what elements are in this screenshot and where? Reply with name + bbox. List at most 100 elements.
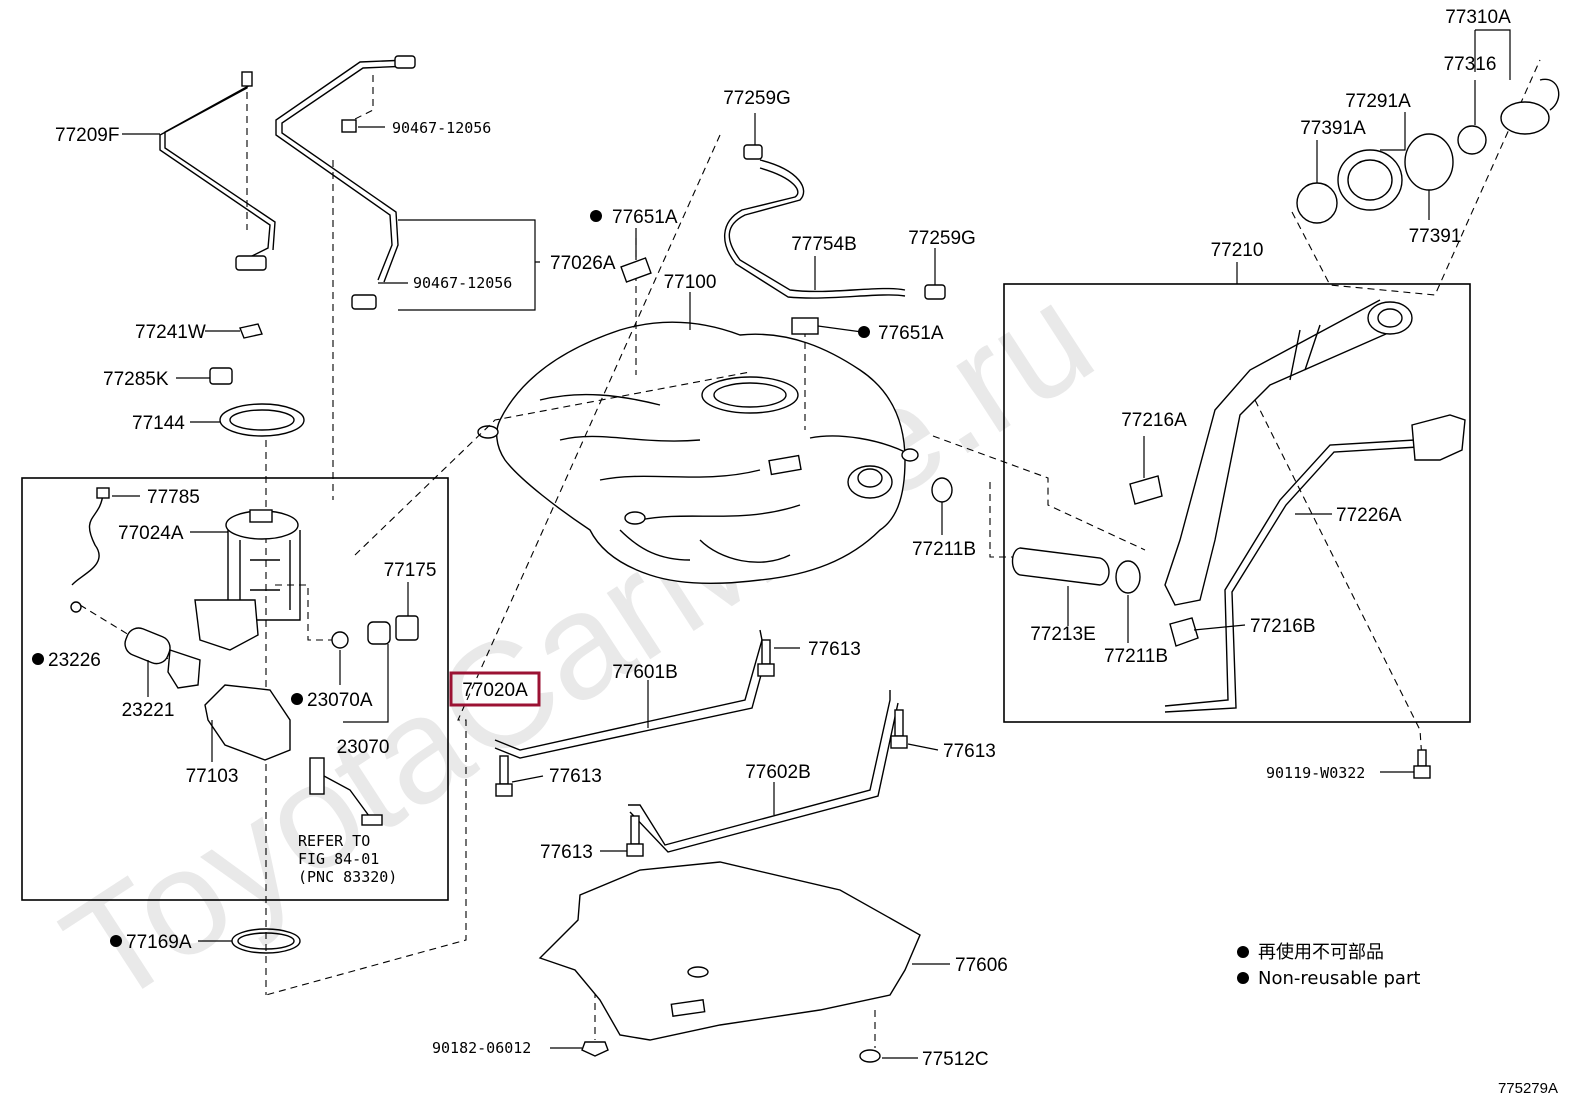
label-77144[interactable]: 77144 bbox=[132, 413, 185, 434]
connector-77285K[interactable] bbox=[209, 367, 233, 385]
label-77512C[interactable]: 77512C bbox=[922, 1049, 989, 1070]
vent-hose-77754B[interactable] bbox=[723, 144, 946, 300]
non-reusable-dot bbox=[291, 693, 303, 705]
dashed-line-sender bbox=[275, 584, 335, 641]
grommet-77651A-mid[interactable] bbox=[791, 317, 819, 335]
dashed-line-cap bbox=[1291, 59, 1541, 296]
band-77602B[interactable] bbox=[628, 690, 899, 853]
grommet-77651A-top[interactable] bbox=[620, 257, 652, 283]
filler-pipe-77210[interactable] bbox=[1164, 299, 1413, 606]
label-77651A-mid[interactable]: 77651A bbox=[878, 323, 944, 344]
label-77020A[interactable]: 77020A bbox=[462, 680, 528, 701]
label-77606[interactable]: 77606 bbox=[955, 955, 1008, 976]
label-77613-d[interactable]: 77613 bbox=[540, 842, 593, 863]
label-90119-W0322[interactable]: 90119-W0322 bbox=[1266, 764, 1365, 782]
clip-77512C[interactable] bbox=[859, 1049, 881, 1063]
fuel-suction-filter-77103[interactable] bbox=[204, 684, 291, 761]
dashed-line-upper-pipe bbox=[332, 75, 374, 500]
label-77210[interactable]: 77210 bbox=[1211, 240, 1264, 261]
refer-note-line2: FIG 84-01 bbox=[298, 850, 379, 868]
label-90467-12056-mid[interactable]: 90467-12056 bbox=[413, 274, 512, 292]
gasket-77391[interactable] bbox=[1404, 133, 1454, 191]
legend-english: Non-reusable part bbox=[1258, 968, 1420, 989]
ring-77316[interactable] bbox=[1457, 125, 1487, 155]
clamp-77216A[interactable] bbox=[1129, 475, 1163, 505]
non-reusable-dot bbox=[110, 935, 122, 947]
nut-90182-06012[interactable] bbox=[581, 1041, 609, 1057]
label-77100[interactable]: 77100 bbox=[664, 272, 717, 293]
retainer-ring-77144[interactable] bbox=[219, 403, 305, 437]
label-77391[interactable]: 77391 bbox=[1409, 226, 1462, 247]
bolt-90119-W0322[interactable] bbox=[1413, 749, 1431, 779]
bolt-77613[interactable] bbox=[495, 639, 908, 857]
figure-id: 775279A bbox=[1498, 1080, 1558, 1097]
wire-harness-77785[interactable] bbox=[71, 493, 104, 586]
label-23070A[interactable]: 23070A bbox=[307, 690, 373, 711]
label-90182-06012[interactable]: 90182-06012 bbox=[432, 1039, 531, 1057]
gasket-77391A[interactable] bbox=[1296, 182, 1338, 224]
label-77316[interactable]: 77316 bbox=[1444, 54, 1497, 75]
ring-77291A[interactable] bbox=[1337, 149, 1403, 211]
vent-tube-77209F[interactable] bbox=[159, 71, 276, 271]
label-77211B-right[interactable]: 77211B bbox=[1104, 646, 1168, 667]
label-77213E[interactable]: 77213E bbox=[1030, 624, 1096, 645]
leader-lines bbox=[112, 29, 1511, 1059]
gasket-23226[interactable] bbox=[70, 601, 82, 613]
label-23221[interactable]: 23221 bbox=[122, 700, 175, 721]
label-23070[interactable]: 23070 bbox=[337, 737, 390, 758]
label-77024A[interactable]: 77024A bbox=[118, 523, 184, 544]
legend-chinese: 再使用不可部品 bbox=[1258, 942, 1384, 963]
label-77613-c[interactable]: 77613 bbox=[549, 766, 602, 787]
hose-77213E[interactable] bbox=[1011, 547, 1110, 586]
label-77602B[interactable]: 77602B bbox=[745, 762, 811, 783]
label-77169A[interactable]: 77169A bbox=[126, 932, 192, 953]
label-77785[interactable]: 77785 bbox=[147, 487, 200, 508]
fuel-sender-gauge[interactable] bbox=[309, 757, 383, 826]
dashed-line-breather bbox=[1254, 399, 1423, 761]
legend-dot bbox=[1237, 946, 1249, 958]
label-77209F[interactable]: 77209F bbox=[55, 125, 119, 146]
vent-tube-77026A[interactable] bbox=[275, 55, 416, 310]
label-77613-a[interactable]: 77613 bbox=[808, 639, 861, 660]
label-77103[interactable]: 77103 bbox=[186, 766, 239, 787]
clamp-77211B-left[interactable] bbox=[931, 477, 953, 503]
label-77754B[interactable]: 77754B bbox=[791, 234, 857, 255]
fuel-pressure-regulator-23070[interactable] bbox=[331, 621, 391, 649]
clamp-77216B[interactable] bbox=[1169, 617, 1199, 647]
fuel-pump-group-box bbox=[21, 477, 449, 901]
legend-dot bbox=[1237, 972, 1249, 984]
label-77216A[interactable]: 77216A bbox=[1121, 410, 1187, 431]
dashed-line-pump-to-tank bbox=[354, 371, 751, 556]
clip-77241W[interactable] bbox=[239, 323, 263, 339]
non-reusable-dot bbox=[590, 210, 602, 222]
label-77285K[interactable]: 77285K bbox=[103, 369, 169, 390]
label-77259G-top[interactable]: 77259G bbox=[723, 88, 791, 109]
fuel-tank-protector-77606[interactable] bbox=[538, 861, 921, 1041]
label-77259G-right[interactable]: 77259G bbox=[908, 228, 976, 249]
clamp-77211B-right[interactable] bbox=[1115, 560, 1141, 594]
non-reusable-dot bbox=[858, 326, 870, 338]
label-77613-b[interactable]: 77613 bbox=[943, 741, 996, 762]
label-77651A-top[interactable]: 77651A bbox=[612, 207, 678, 228]
fuel-cap-77300[interactable] bbox=[1500, 78, 1560, 135]
label-90467-12056-top[interactable]: 90467-12056 bbox=[392, 119, 491, 137]
label-77310A[interactable]: 77310A bbox=[1445, 7, 1511, 28]
label-77601B[interactable]: 77601B bbox=[612, 662, 678, 683]
label-77216B[interactable]: 77216B bbox=[1250, 616, 1316, 637]
dashed-line-tank-to-band bbox=[265, 134, 721, 996]
label-23226[interactable]: 23226 bbox=[48, 650, 101, 671]
fuel-pump-23221[interactable] bbox=[121, 624, 201, 689]
label-77291A[interactable]: 77291A bbox=[1345, 91, 1411, 112]
label-77175[interactable]: 77175 bbox=[384, 560, 437, 581]
label-77226A[interactable]: 77226A bbox=[1336, 505, 1402, 526]
label-77211B-left[interactable]: 77211B bbox=[912, 539, 976, 560]
non-reusable-dot bbox=[32, 653, 44, 665]
label-77026A[interactable]: 77026A bbox=[550, 253, 616, 274]
breather-pipe-77226A[interactable] bbox=[1164, 414, 1466, 713]
filter-77175[interactable] bbox=[395, 615, 419, 641]
label-77391A[interactable]: 77391A bbox=[1300, 118, 1366, 139]
fuel-tank[interactable] bbox=[477, 321, 919, 584]
fuel-pump-module-77024A[interactable] bbox=[194, 509, 301, 651]
label-77241W[interactable]: 77241W bbox=[135, 322, 206, 343]
